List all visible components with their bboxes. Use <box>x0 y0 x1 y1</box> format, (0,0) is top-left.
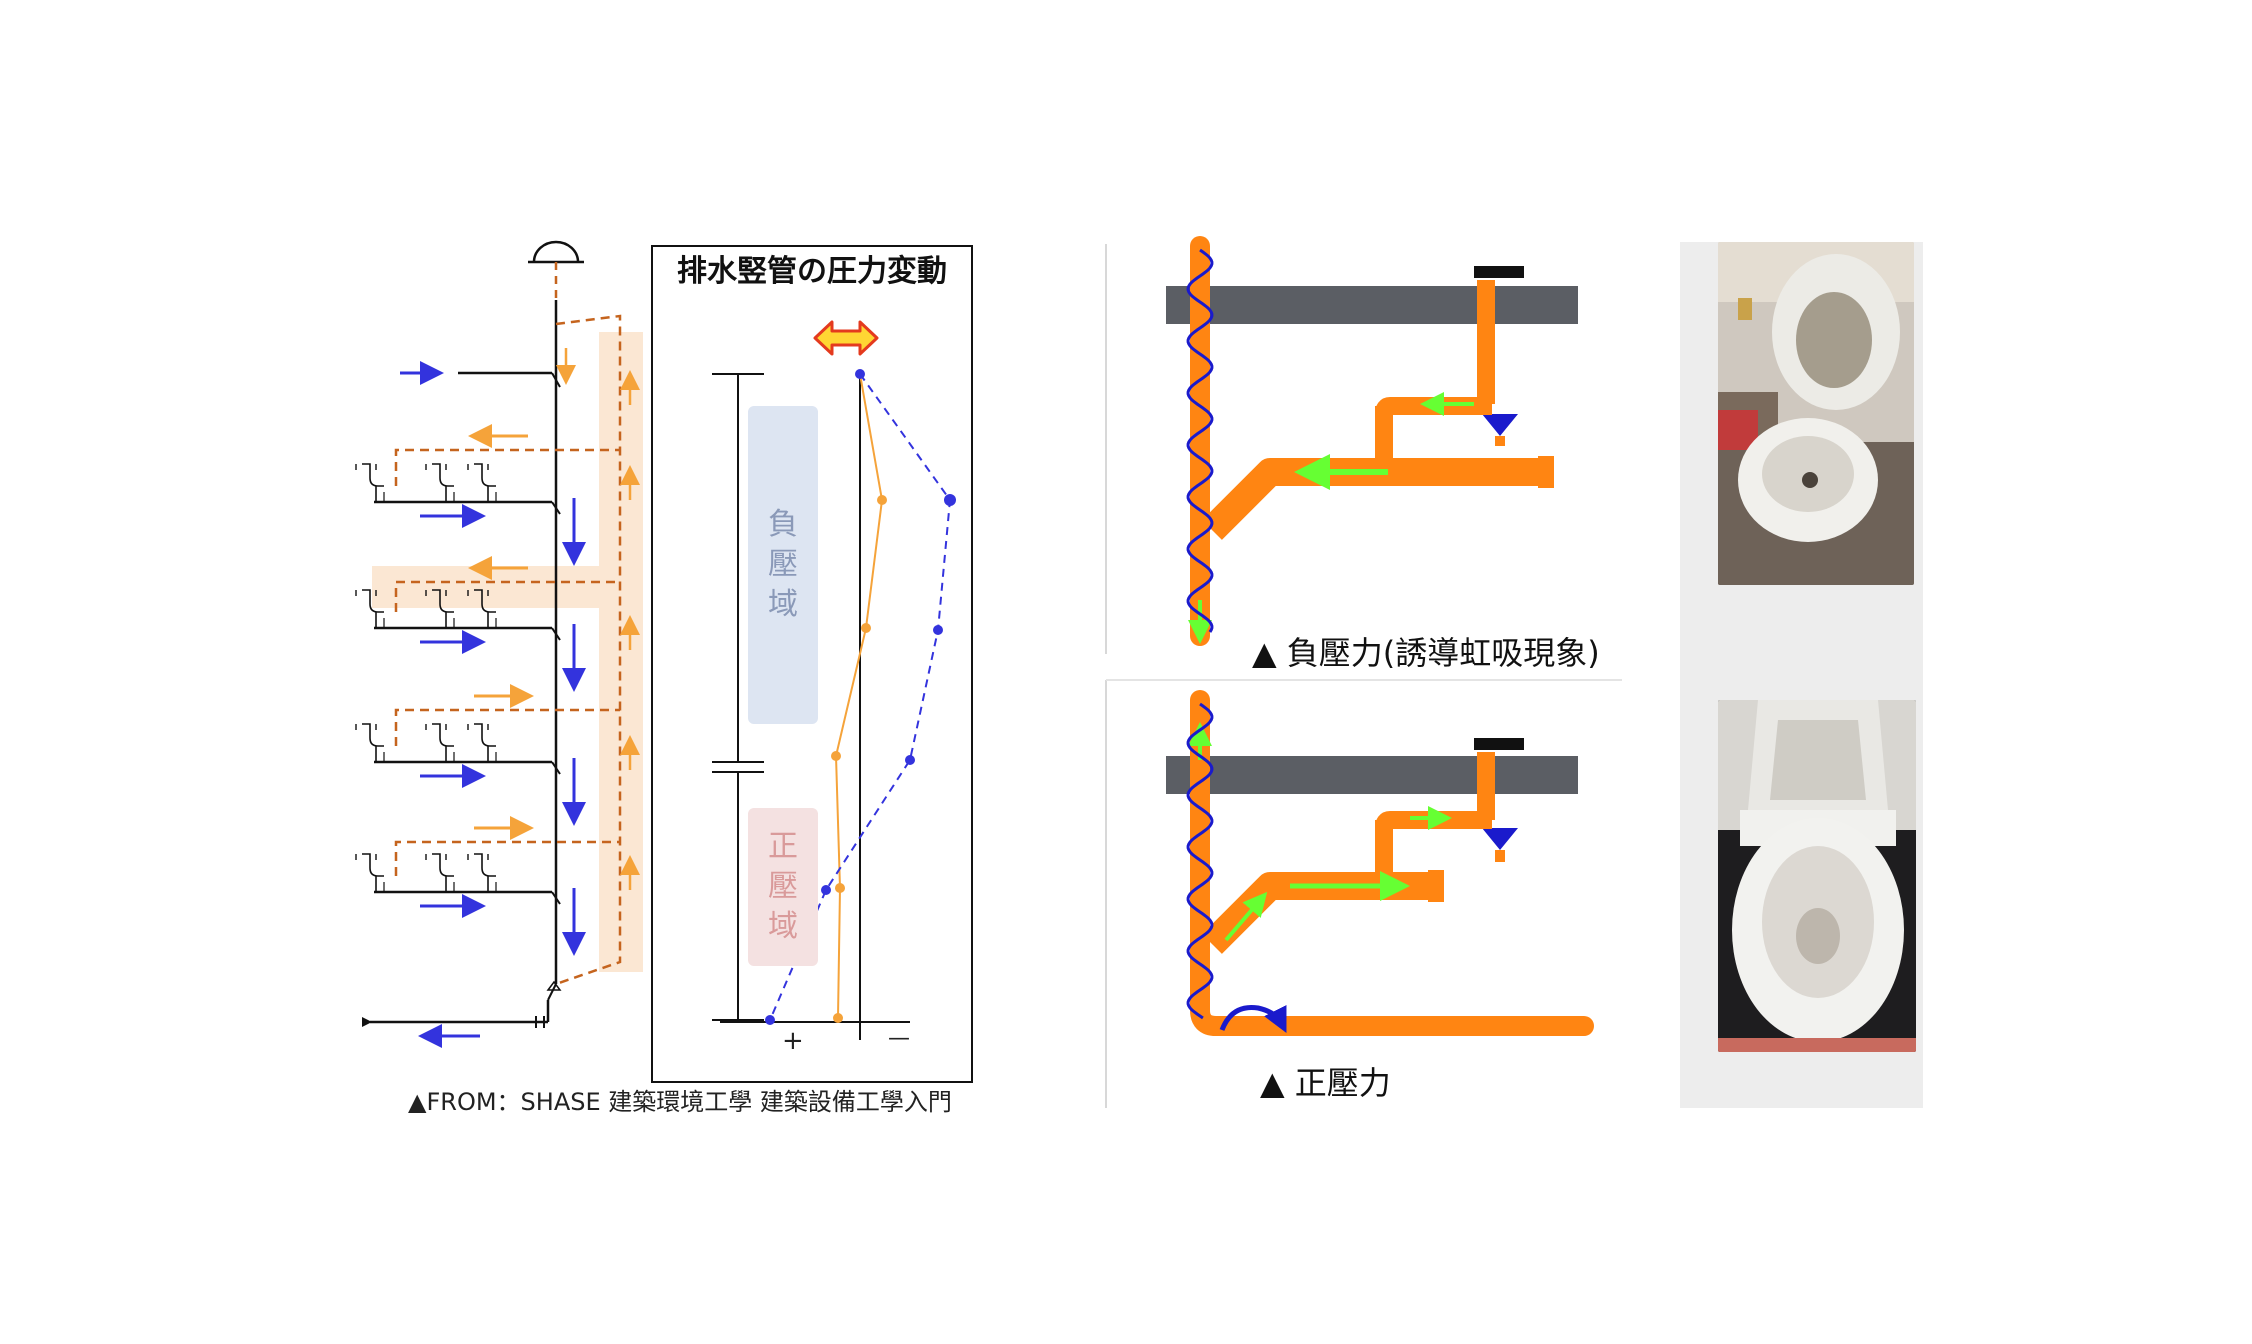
pressure-points-blue <box>765 369 956 1025</box>
plus-label: + <box>782 1026 804 1056</box>
fixture-trap <box>362 463 384 487</box>
positive-pressure-caption: ▲ 正壓力 <box>1260 1064 1391 1102</box>
pressure-chart-title: 排水竪管の圧力変動 <box>677 254 947 289</box>
zone-char: 正 <box>768 829 798 864</box>
source-caption: ▲FROM：SHASE 建築環境工學 建築設備工學入門 <box>408 1088 952 1116</box>
zone-dimension-lines <box>712 373 764 1021</box>
positive-pressure-diagram <box>1166 690 1594 1036</box>
fixture-trap <box>474 589 496 613</box>
pressure-chart-frame <box>651 245 973 1083</box>
vent-pipe <box>555 314 622 986</box>
branch-vent <box>394 580 620 612</box>
fixture-trap <box>432 463 454 487</box>
minus-label: — <box>888 1026 910 1051</box>
fixture-trap <box>362 589 384 613</box>
negative-pressure-diagram <box>1166 236 1578 646</box>
fixture-trap <box>362 723 384 747</box>
zone-char: 域 <box>768 909 798 944</box>
pressure-points-orange <box>831 495 887 1023</box>
vent-highlight-horizontal <box>372 566 622 608</box>
fixture-trap <box>432 723 454 747</box>
positive-pressure-zone: 正 壓 域 <box>748 808 818 966</box>
zone-char: 壓 <box>768 869 798 904</box>
zone-char: 負 <box>768 507 798 542</box>
vent-cap-icon <box>528 240 584 264</box>
negative-pressure-caption: ▲ 負壓力(誘導虹吸現象) <box>1252 634 1600 672</box>
fixture-trap <box>432 853 454 877</box>
toilet-photo-top <box>1718 242 1914 585</box>
negative-pressure-zone: 負 壓 域 <box>748 406 818 724</box>
vent-highlight-vertical <box>599 332 643 972</box>
double-arrow-icon <box>813 320 879 356</box>
zone-char: 壓 <box>768 547 798 582</box>
branch-vent <box>394 708 620 746</box>
fixture-trap <box>474 853 496 877</box>
branch-vent <box>394 840 620 876</box>
zone-char: 域 <box>768 587 798 622</box>
fixture-trap <box>474 463 496 487</box>
pressure-curve-blue <box>769 373 952 1021</box>
fixture-trap <box>432 589 454 613</box>
branch-vent <box>394 448 620 486</box>
toilet-photo-bottom <box>1718 700 1916 1052</box>
pressure-curve-orange <box>834 373 884 1019</box>
vent-airflow-arrows <box>556 348 640 890</box>
fixture-trap <box>474 723 496 747</box>
fixture-trap <box>362 853 384 877</box>
